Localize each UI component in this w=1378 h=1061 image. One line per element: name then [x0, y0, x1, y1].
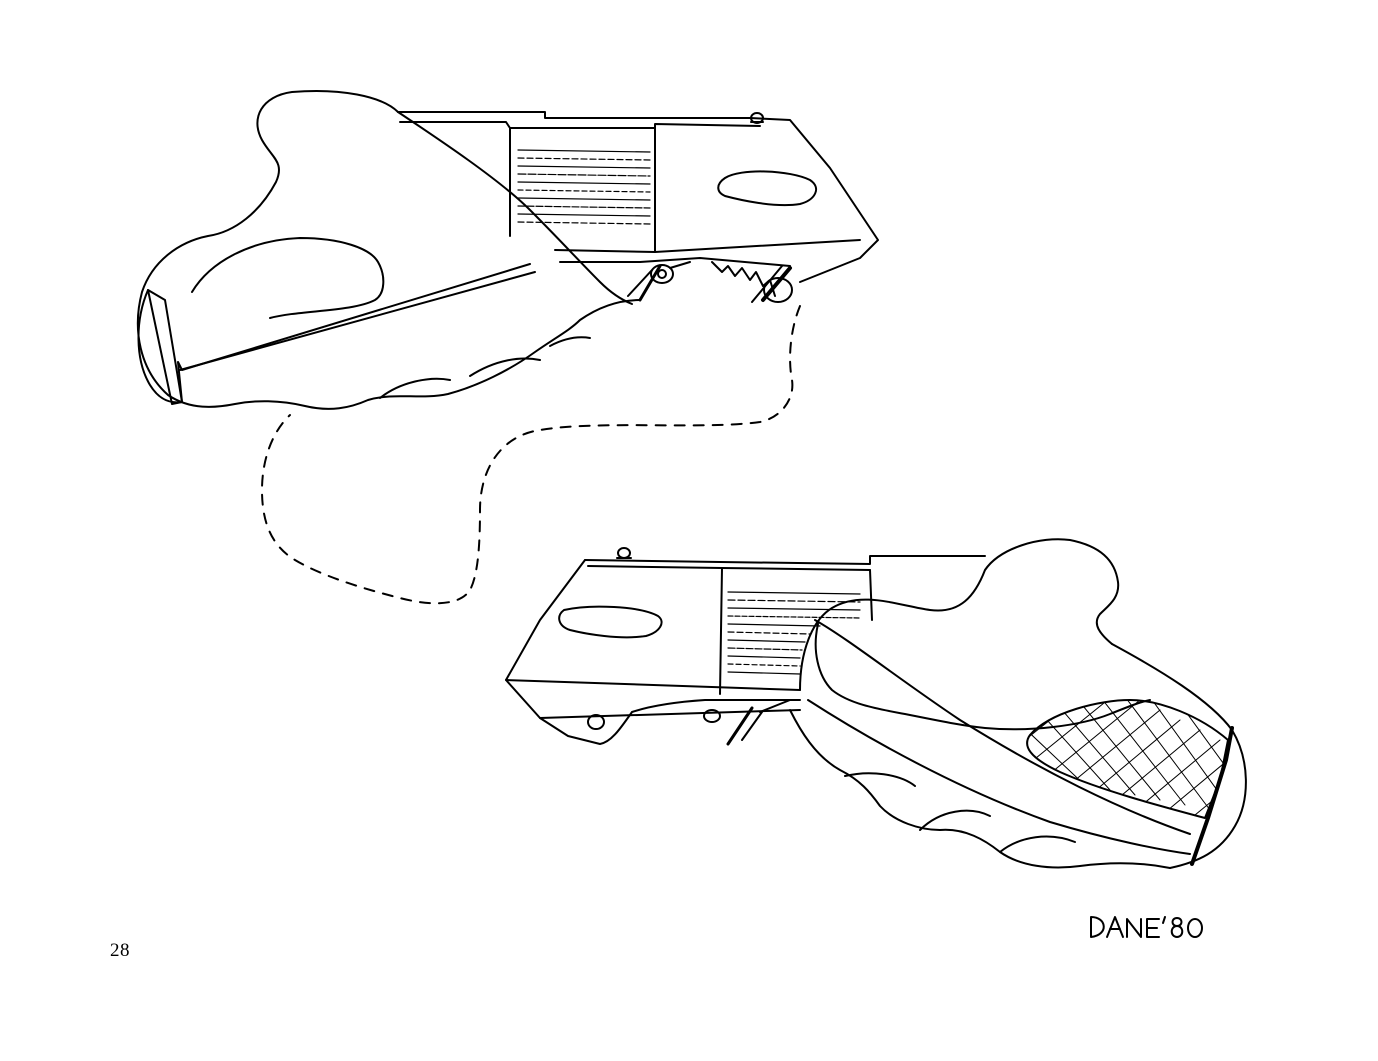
upper-device-body [398, 112, 878, 302]
lower-grip-crosshatch [1000, 680, 1260, 870]
upper-device-drawing [138, 91, 878, 409]
lower-device-body [506, 548, 985, 744]
lower-hand [790, 539, 1246, 868]
lower-device-drawing [506, 539, 1260, 870]
upper-hand [138, 91, 640, 409]
page-number: 28 [110, 940, 130, 961]
dashed-motion-path [262, 306, 800, 603]
artist-signature [1090, 916, 1203, 938]
